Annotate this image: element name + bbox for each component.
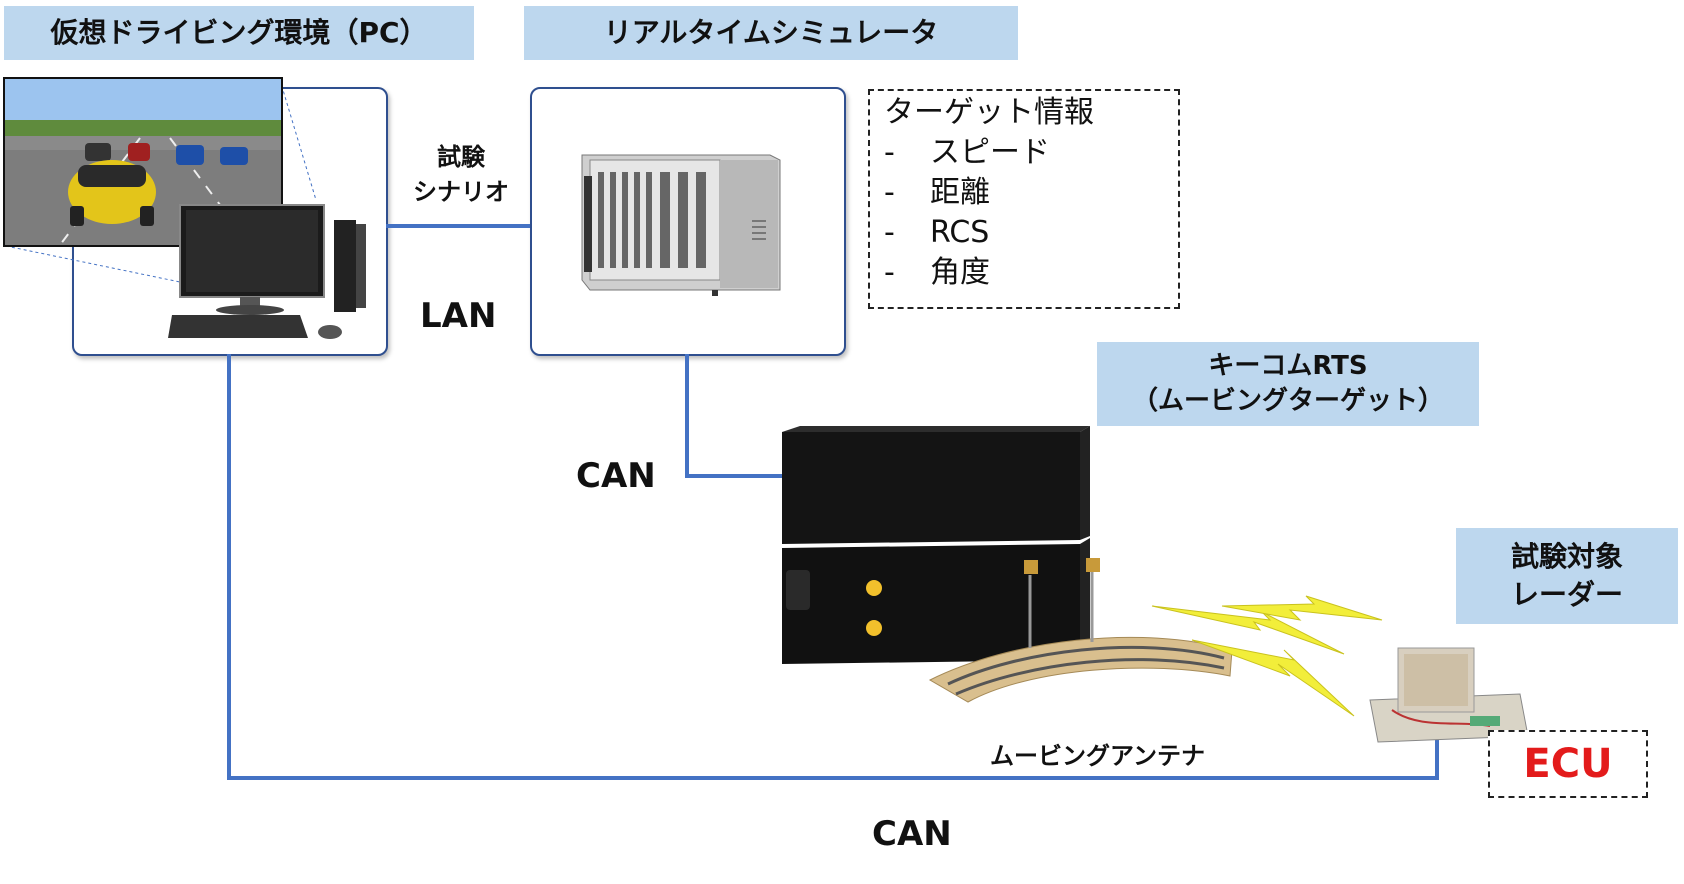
target-info-item-text: 距離	[930, 175, 990, 210]
ecu-label: ECU	[1523, 741, 1613, 787]
target-info-item-text: 角度	[930, 255, 990, 290]
can-lower-label: CAN	[872, 814, 952, 854]
target-info-item-text: スピード	[930, 135, 1050, 170]
rts-label: キーコムRTS （ムービングターゲット）	[1097, 342, 1479, 426]
scenario-label-line2: シナリオ	[413, 177, 509, 206]
radar-device-icon	[1369, 647, 1529, 743]
can-line-lower	[227, 354, 1439, 780]
lan-label: LAN	[420, 296, 497, 336]
bullet: -	[884, 135, 895, 170]
target-info-item: - スピード	[870, 133, 1178, 173]
dut-label-line2: レーダー	[1510, 578, 1623, 611]
can-upper-label: CAN	[576, 456, 656, 496]
target-info-item: - 角度	[870, 253, 1178, 293]
realtime-sim-label-text: リアルタイムシミュレータ	[603, 16, 939, 50]
rts-hardware-icon	[782, 426, 1090, 664]
ecu-box: ECU	[1488, 730, 1648, 798]
target-info-item: - RCS	[870, 213, 1178, 253]
scenario-label-line1: 試験	[437, 143, 485, 171]
bullet: -	[884, 175, 895, 210]
bullet: -	[884, 215, 895, 250]
scenario-label: 試験 シナリオ	[392, 140, 530, 210]
rack-simulator-icon	[581, 154, 781, 296]
moving-antenna-label: ムービングアンテナ	[990, 742, 1206, 770]
target-info-box: ターゲット情報 - スピード - 距離 - RCS - 角度	[868, 89, 1180, 309]
bullet: -	[884, 255, 895, 290]
dut-label: 試験対象 レーダー	[1456, 528, 1678, 624]
target-info-item: - 距離	[870, 173, 1178, 213]
pc-env-label-text: 仮想ドライビング環境（PC）	[50, 16, 428, 50]
rts-label-line1: キーコムRTS	[1208, 350, 1368, 381]
realtime-sim-label: リアルタイムシミュレータ	[524, 6, 1018, 60]
target-info-item-text: RCS	[930, 215, 990, 250]
pc-computer-icon	[168, 204, 366, 339]
radar-signal-icon	[1151, 595, 1383, 717]
rts-label-line2: （ムービングターゲット）	[1131, 386, 1444, 416]
connection-lines	[227, 224, 1439, 780]
pc-env-label: 仮想ドライビング環境（PC）	[4, 6, 474, 60]
dut-label-line1: 試験対象	[1510, 540, 1623, 574]
target-info-title: ターゲット情報	[884, 95, 1094, 130]
moving-antenna-icon	[928, 558, 1233, 703]
can-line-upper	[685, 354, 782, 478]
